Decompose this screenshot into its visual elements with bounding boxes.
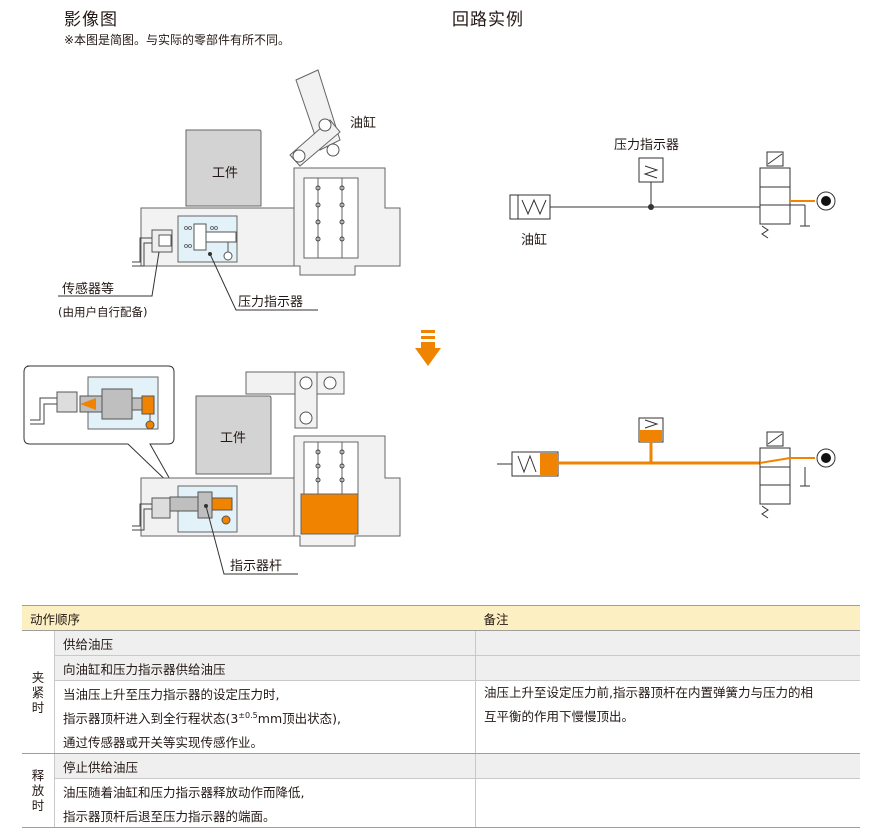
piston-rod — [317, 177, 343, 259]
image-section-title: 影像图 — [64, 10, 118, 30]
circuit-cylinder — [509, 194, 551, 220]
sensor-label: 传感器等 — [62, 281, 114, 297]
clamp-remark: 油压上升至设定压力前,指示器顶杆在内置弹簧力与压力的相 互平衡的作用下慢慢顶出。 — [475, 680, 860, 754]
pressure-indicator-label: 压力指示器 — [238, 295, 303, 310]
workpiece-label-2: 工件 — [220, 431, 246, 446]
workpiece — [185, 129, 262, 207]
image-section-note: ※本图是简图。与实际的零部件有所不同。 — [64, 33, 291, 47]
cylinder-label: 油缸 — [350, 115, 376, 131]
table-head-remarks: 备注 — [475, 605, 860, 631]
table-row: 指示器顶杆进入到全行程状态(3±0.5mm顶出状态), — [54, 705, 476, 729]
top-mechanical-diagram: 油缸 工件 传感器等 (由用户自行配备) 压力指示器 — [58, 69, 401, 319]
workpiece-2 — [195, 395, 272, 475]
circuit-cylinder-label: 油缸 — [521, 232, 547, 248]
circuit-indicator-label: 压力指示器 — [614, 138, 679, 153]
indicator-rod-label: 指示器杆 — [230, 559, 282, 574]
circuit-section-title: 回路实例 — [452, 10, 524, 30]
workpiece-label: 工件 — [212, 166, 238, 181]
table-row: 供给油压 — [54, 630, 476, 656]
table-row: 停止供给油压 — [54, 753, 476, 779]
down-arrow-icon — [415, 330, 441, 366]
table-row: 当油压上升至压力指示器的设定压力时, — [54, 680, 476, 705]
circuit-diagram-bottom — [497, 417, 836, 519]
sensor-note: (由用户自行配备) — [58, 305, 147, 319]
table-head-action: 动作顺序 — [22, 605, 476, 631]
table-row: 指示器顶杆后退至压力指示器的端面。 — [54, 803, 476, 828]
cylinder-spring — [315, 185, 345, 242]
table-row: 油压随着油缸和压力指示器释放动作而降低, — [54, 778, 476, 803]
valve — [759, 167, 791, 225]
table-row: 向油缸和压力指示器供给油压 — [54, 655, 476, 681]
clamp-section-label: 夹紧时 — [22, 630, 55, 754]
operation-table: 动作顺序 备注 夹紧时 供给油压 向油缸和压力指示器供给油压 当油压上升至压力指… — [22, 605, 860, 828]
bottom-mechanical-diagram: 工件 指示器杆 — [23, 365, 401, 575]
circuit-diagram-top: 压力指示器 油缸 — [509, 138, 836, 248]
table-row: 通过传感器或开关等实现传感作业。 — [54, 729, 476, 754]
release-section-label: 释放时 — [22, 753, 55, 828]
